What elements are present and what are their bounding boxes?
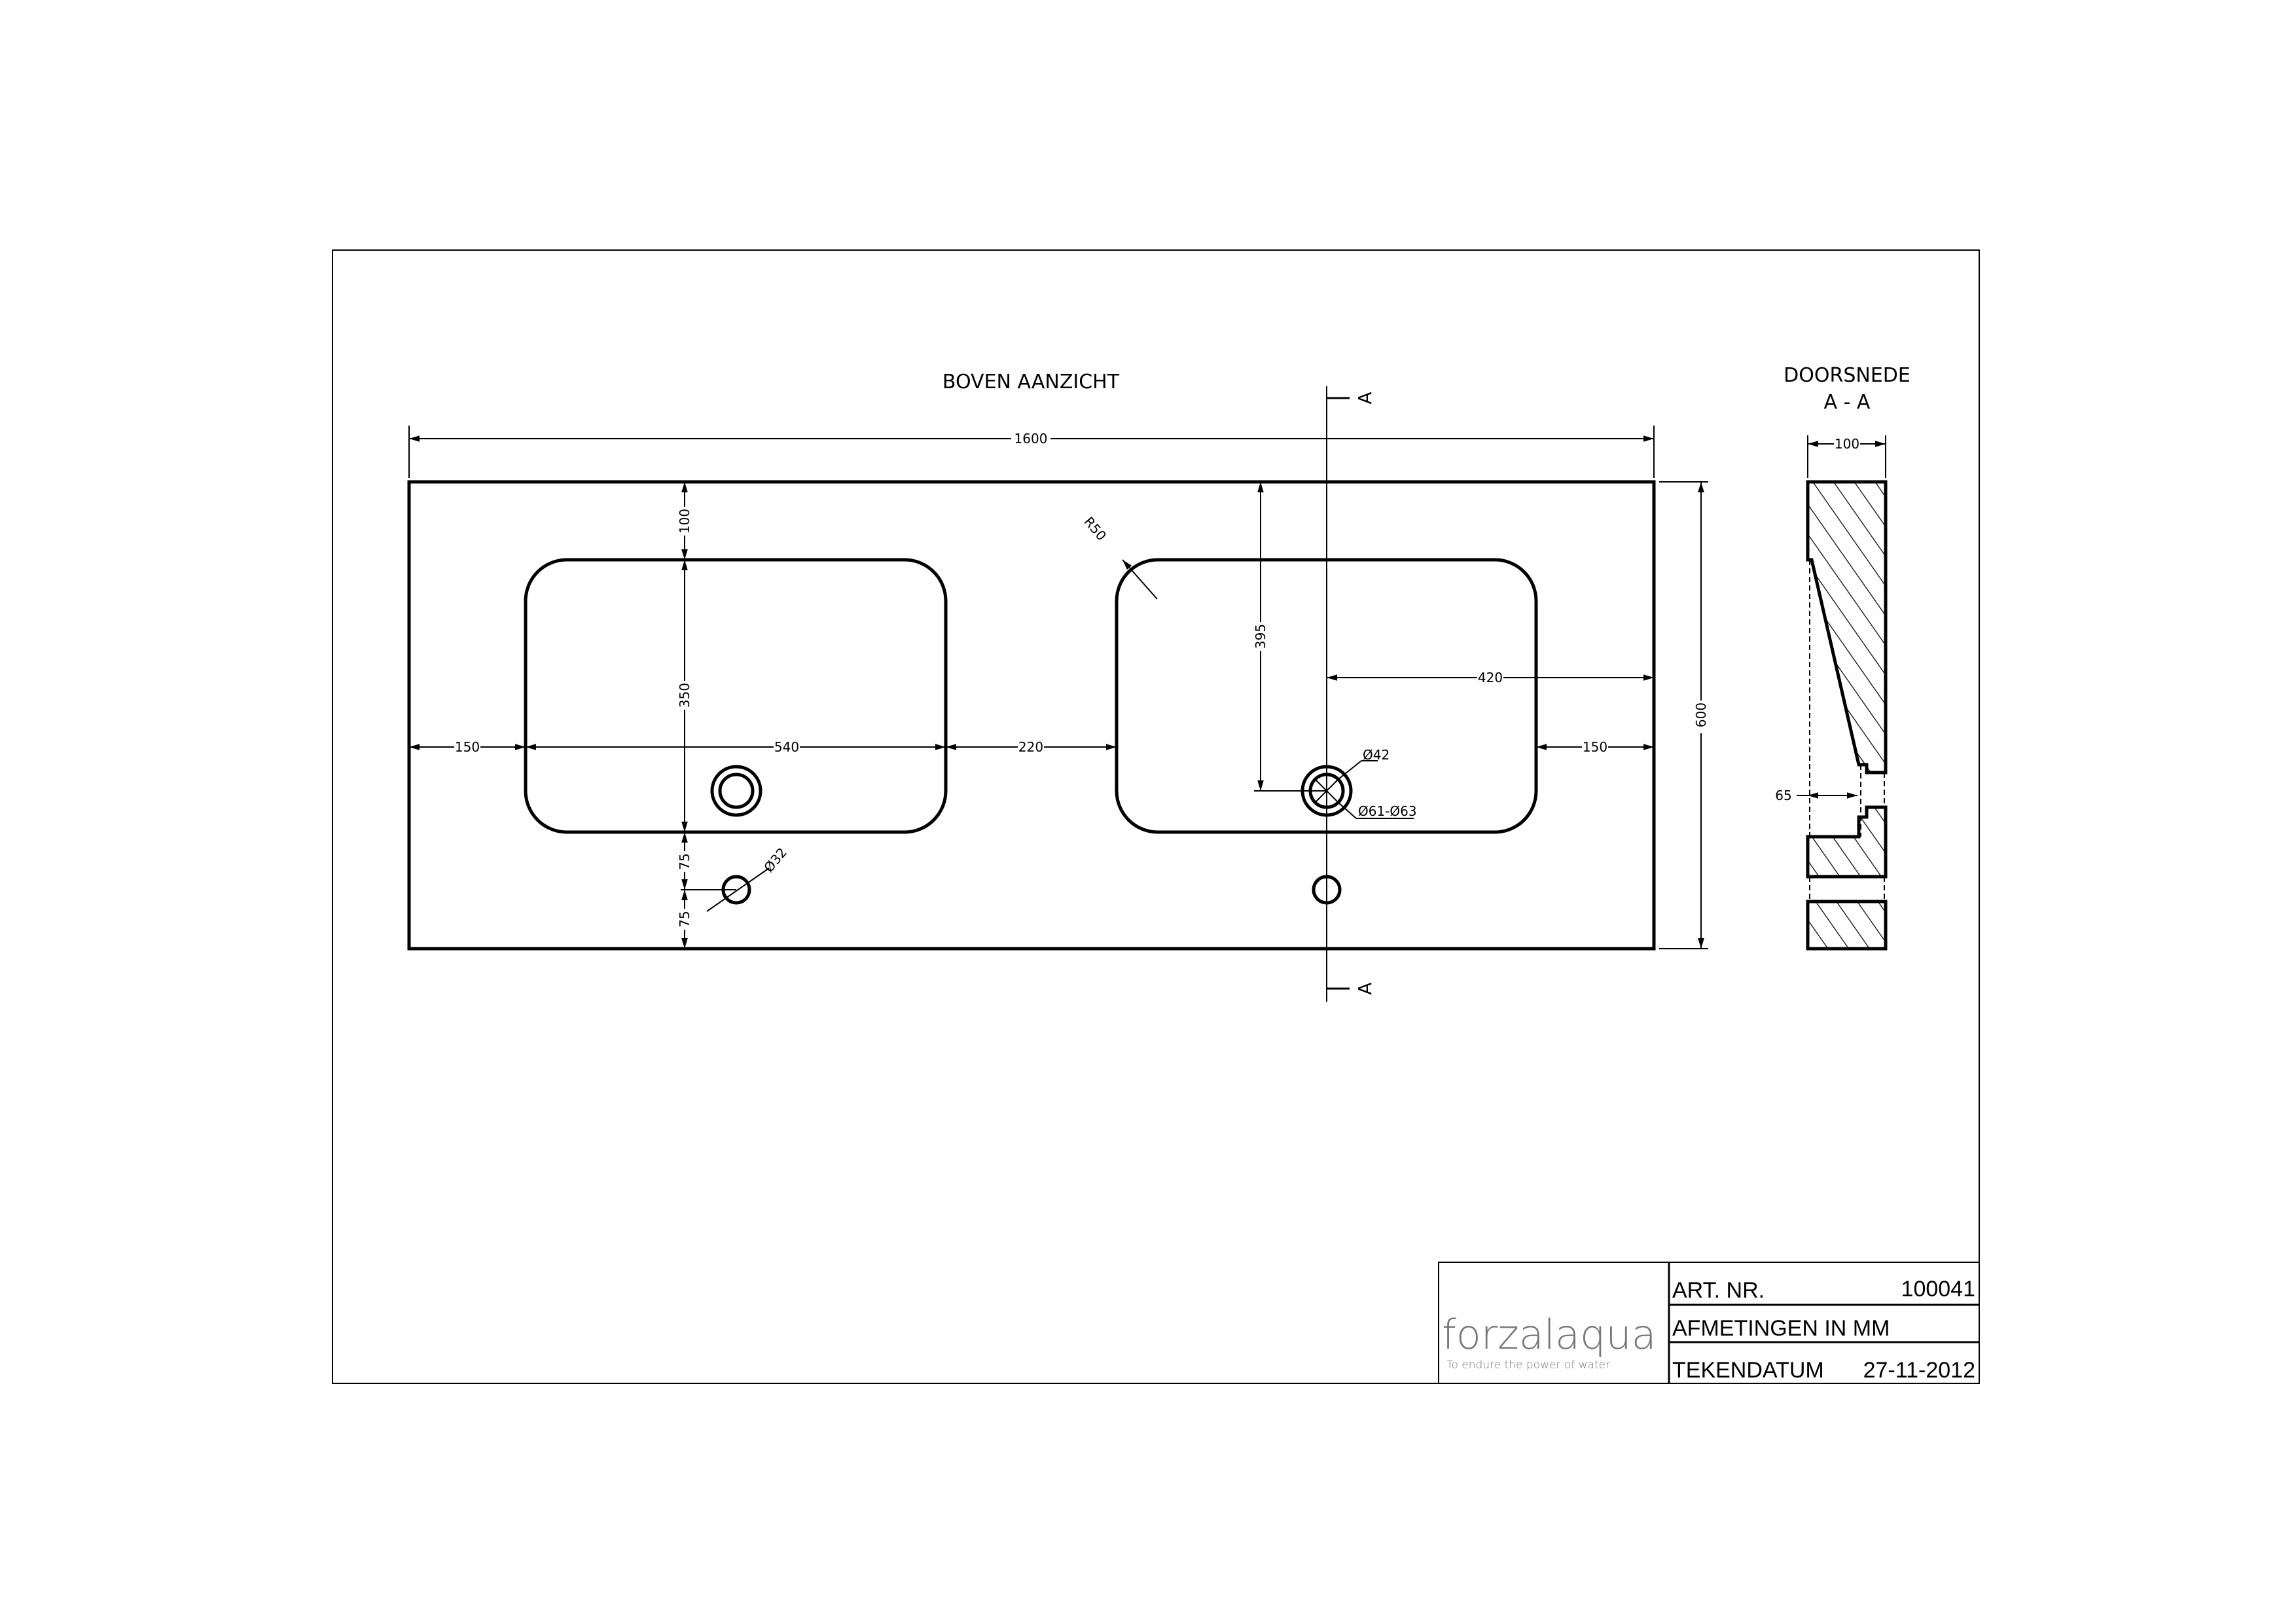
dim-drain-from-front: 395 xyxy=(1253,624,1268,649)
dim-drain-outer-diameter: Ø61-Ø63 xyxy=(1358,803,1417,819)
dim-basin-to-taphole: 75 xyxy=(677,853,692,869)
dim-front-to-basin: 100 xyxy=(677,509,692,534)
section-marker-bottom: A xyxy=(1354,982,1376,994)
dim-basin-gap: 220 xyxy=(1018,739,1043,755)
brand-tagline: To endure the power of water xyxy=(1446,1359,1610,1372)
art-nr-label: ART. NR. xyxy=(1672,1278,1765,1303)
left-basin xyxy=(524,558,948,834)
sheet-border xyxy=(332,249,1980,1384)
dim-section-thickness: 100 xyxy=(1835,436,1859,452)
date-value: 27-11-2012 xyxy=(1863,1358,1975,1383)
section-line-a xyxy=(1326,386,1350,1002)
dim-basin-depth: 350 xyxy=(677,683,692,708)
dim-total-depth: 600 xyxy=(1693,702,1709,727)
left-drain xyxy=(710,765,762,817)
dim-corner-radius: R50 xyxy=(1081,514,1110,544)
top-view-title: BOVEN AANZICHT xyxy=(942,371,1120,393)
dim-right-margin: 150 xyxy=(1583,739,1607,755)
brand-name: forzalaqua xyxy=(1442,1311,1657,1359)
dim-section-inner: 65 xyxy=(1775,788,1791,803)
dim-total-width: 1600 xyxy=(1014,431,1048,447)
section-view xyxy=(1797,435,1888,951)
dim-left-margin: 150 xyxy=(455,739,480,755)
dim-drain-from-right: 420 xyxy=(1478,670,1503,685)
countertop-outline xyxy=(407,480,1656,951)
section-marker-top: A xyxy=(1354,392,1376,404)
brand-logo: forzalaqua To endure the power of water xyxy=(1442,1311,1657,1372)
units-note: AFMETINGEN IN MM xyxy=(1672,1316,1890,1341)
title-block xyxy=(1438,1262,1980,1384)
dim-drain-diameter: Ø42 xyxy=(1363,747,1390,763)
dim-taphole-to-edge: 75 xyxy=(677,911,692,927)
dimension-lines xyxy=(408,426,1708,949)
section-title-line2: A - A xyxy=(1824,391,1871,414)
section-title-line1: DOORSNEDE xyxy=(1784,364,1910,387)
art-nr-value: 100041 xyxy=(1901,1277,1975,1302)
date-label: TEKENDATUM xyxy=(1672,1358,1824,1383)
dim-basin-width: 540 xyxy=(774,739,799,755)
